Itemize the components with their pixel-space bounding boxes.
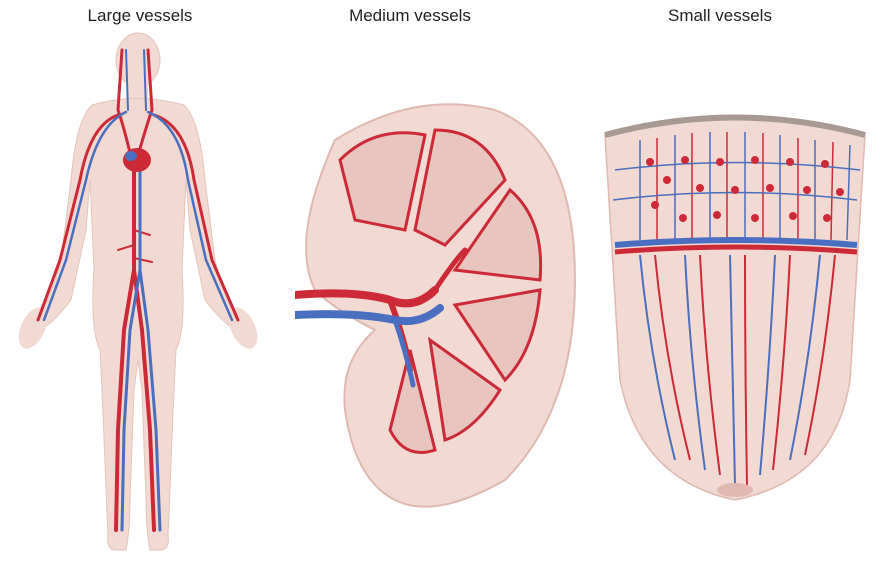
panel-title-medium-vessels: Medium vessels (310, 6, 510, 26)
small-vessels-illustration (595, 100, 880, 510)
heart-icon (123, 148, 151, 172)
medium-vessels-illustration (295, 80, 595, 530)
panel-title-small-vessels: Small vessels (620, 6, 820, 26)
panel-title-large-vessels: Large vessels (40, 6, 240, 26)
large-vessels-illustration (0, 30, 270, 568)
papilla-tip (717, 483, 753, 497)
